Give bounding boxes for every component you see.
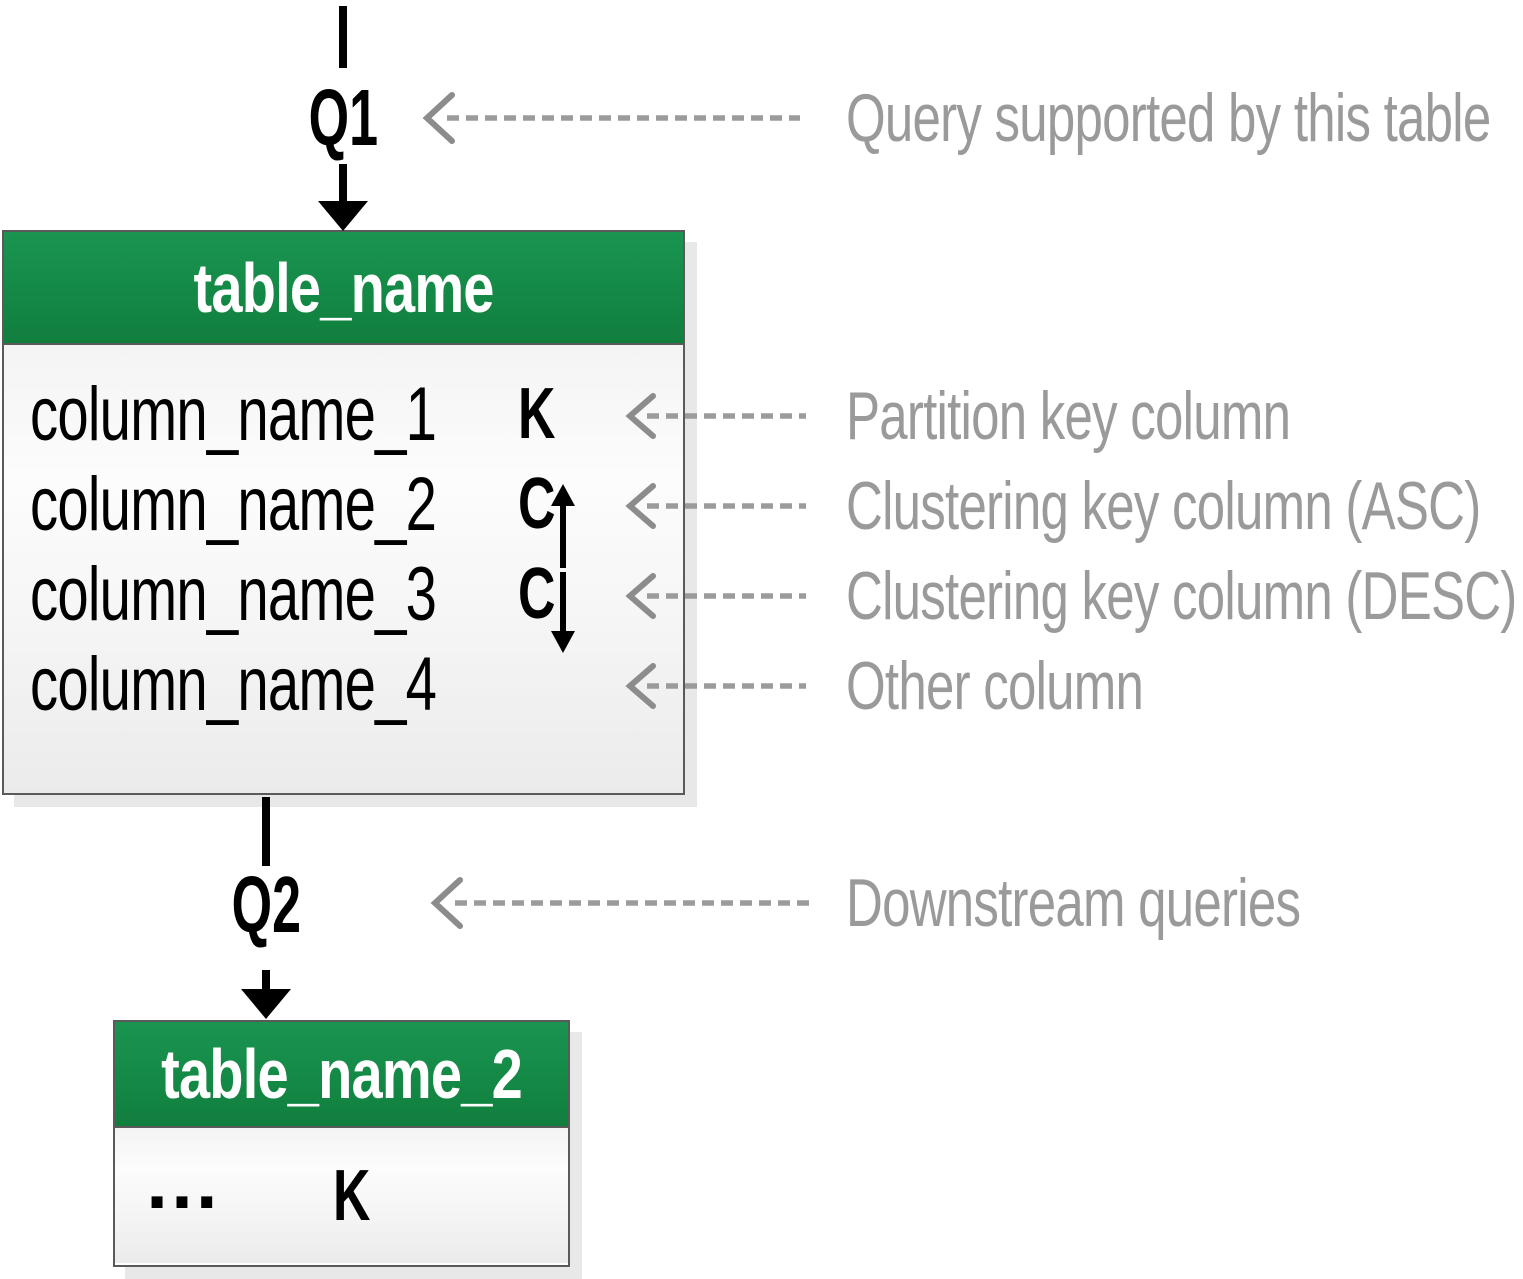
query-label-q2: Q2	[206, 860, 326, 949]
annotation-downstream-queries: Downstream queries	[846, 858, 1452, 948]
column-name: column_name_4	[30, 641, 437, 727]
callout-arrow-q1	[422, 92, 800, 144]
column-name: column_name_2	[30, 461, 437, 547]
callout-arrow-q2	[430, 877, 812, 929]
table2-header: table_name_2	[115, 1022, 568, 1128]
table1-body: column_name_1 K column_name_2 C column_n…	[4, 345, 683, 793]
annotation-text: Clustering key column (DESC)	[846, 558, 1517, 634]
table-row: column_name_3 C	[4, 549, 683, 639]
q1-down-arrow-icon	[318, 164, 368, 231]
annotation-text: Clustering key column (ASC)	[846, 468, 1481, 544]
query-label-q1-text: Q1	[308, 73, 378, 162]
column-name: column_name_3	[30, 551, 437, 637]
table-row: column_name_4	[4, 639, 683, 729]
annotation-text: Query supported by this table	[846, 80, 1491, 156]
annotation-text: Other column	[846, 648, 1144, 724]
table2-title: table_name_2	[161, 1035, 523, 1113]
table-entity-1: table_name column_name_1 K column_name_2…	[2, 230, 685, 795]
table1-header: table_name	[4, 232, 683, 345]
annotation-text: Partition key column	[846, 378, 1291, 454]
clustering-key-symbol: C	[518, 464, 555, 544]
table-row: column_name_1 K	[4, 369, 683, 459]
table1-title: table_name	[193, 248, 494, 327]
annotation-text: Downstream queries	[846, 865, 1301, 941]
ellipsis-columns: …	[143, 1137, 225, 1225]
partition-key-symbol: K	[333, 1155, 370, 1236]
annotation-clustering-desc: Clustering key column (DESC)	[846, 551, 1523, 641]
annotation-partition-key: Partition key column	[846, 371, 1438, 461]
table-entity-2: table_name_2 … K	[113, 1020, 570, 1267]
query-label-q1: Q1	[283, 73, 403, 162]
annotation-clustering-asc: Clustering key column (ASC)	[846, 461, 1523, 551]
q2-down-arrow-icon	[241, 970, 291, 1019]
column-name: column_name_1	[30, 371, 437, 457]
table-row: column_name_2 C	[4, 459, 683, 549]
partition-key-symbol: K	[518, 374, 555, 454]
query-label-q2-text: Q2	[231, 860, 301, 949]
annotation-query-supported: Query supported by this table	[846, 73, 1523, 163]
table-row: … K	[115, 1128, 568, 1263]
table2-body: … K	[115, 1128, 568, 1263]
clustering-key-symbol: C	[518, 554, 555, 634]
annotation-other-column: Other column	[846, 641, 1242, 731]
